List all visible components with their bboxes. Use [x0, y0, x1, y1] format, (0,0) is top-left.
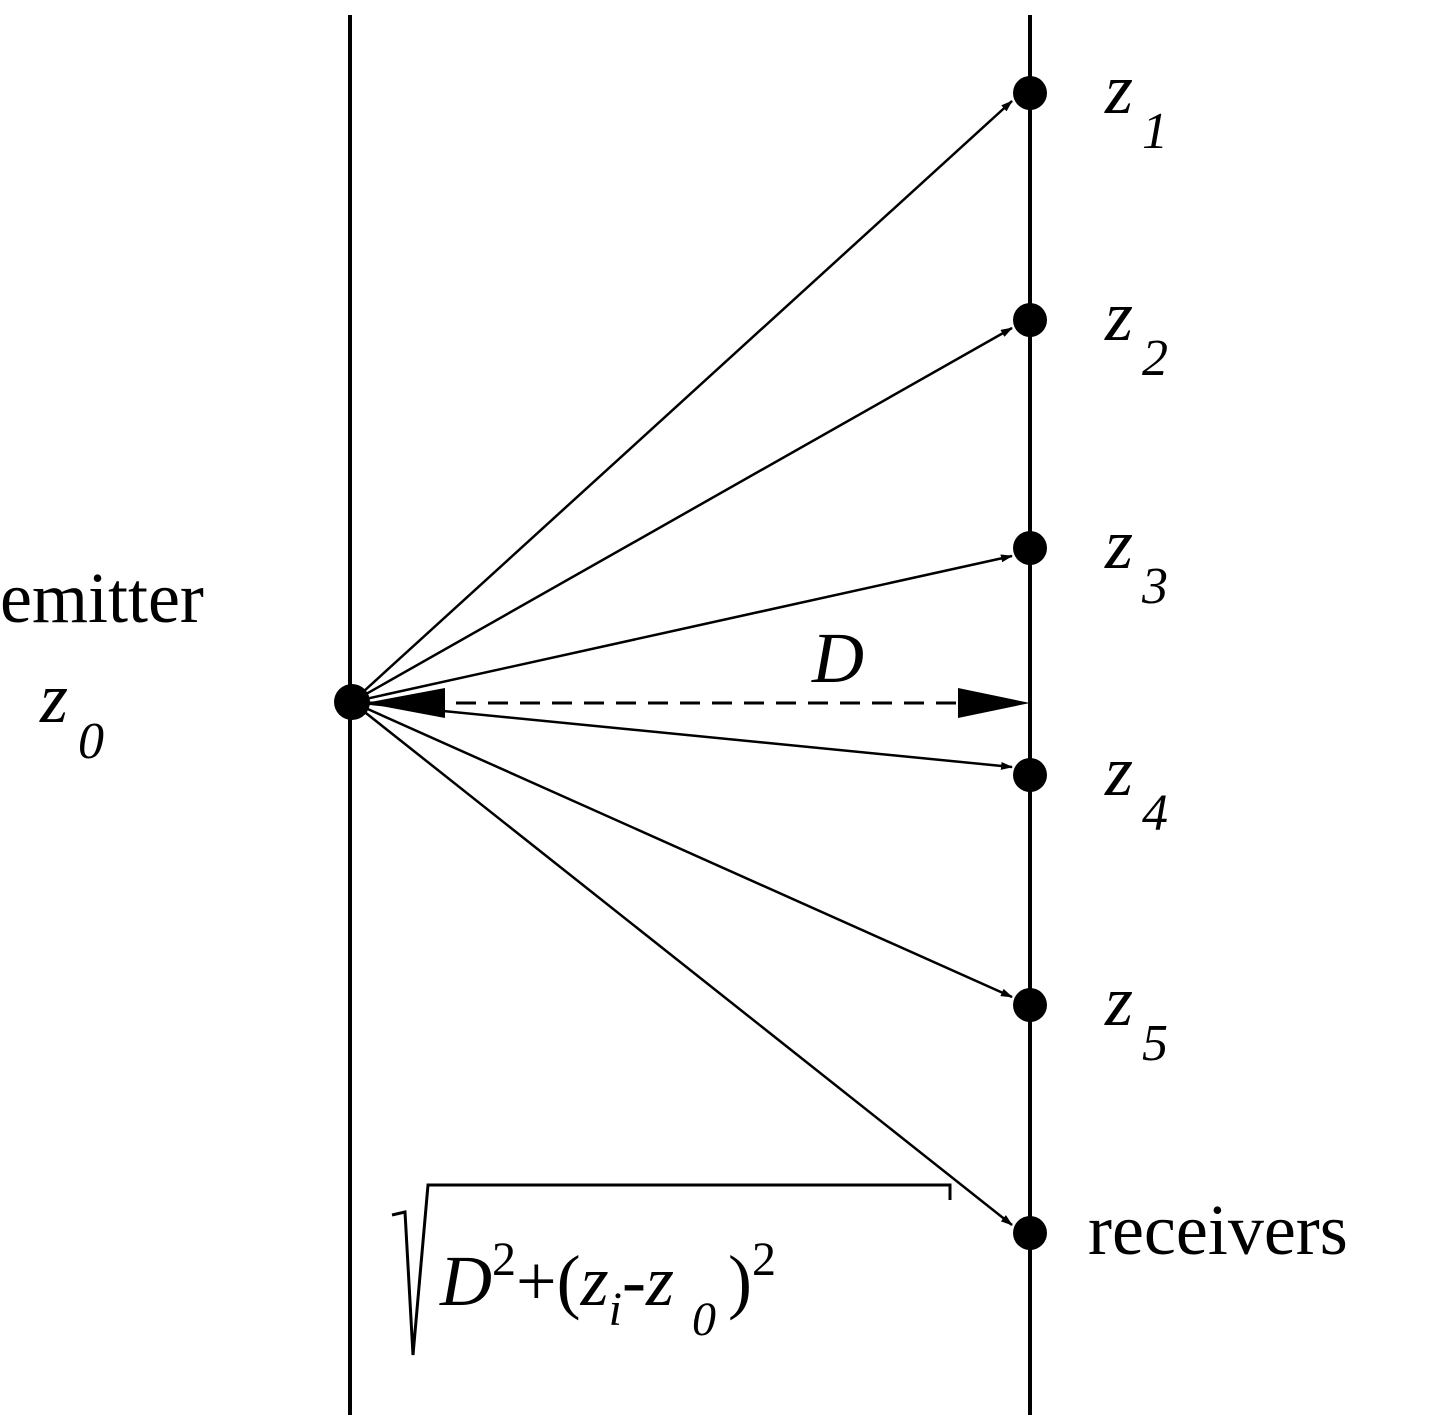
- receiver-dot: [1013, 758, 1047, 792]
- receiver-dot: [1013, 531, 1047, 565]
- ray-arrow: [351, 700, 1013, 999]
- receiver-symbol: z: [1104, 731, 1133, 811]
- distance-label: D: [811, 618, 864, 698]
- receiver-dot: [1013, 76, 1047, 110]
- receivers-label: receivers: [1088, 1190, 1348, 1270]
- emitter-label: emitter: [0, 558, 204, 638]
- receiver-dot: [1013, 988, 1047, 1022]
- emitter-dot: [334, 684, 370, 720]
- emitter-subscript: 0: [78, 713, 104, 770]
- ray-arrow: [351, 700, 1013, 770]
- ray-arrow: [351, 701, 1013, 1226]
- receiver-subscript: 5: [1142, 1015, 1168, 1072]
- emitter-symbol: z: [39, 658, 68, 738]
- receiver-symbol: z: [1104, 276, 1133, 356]
- receiver-symbol: z: [1104, 49, 1133, 129]
- distance-arrowhead-right: [958, 688, 1030, 718]
- receiver-subscript: 2: [1142, 330, 1168, 387]
- receiver-dot: [1013, 303, 1047, 337]
- receiver-subscript: 3: [1141, 558, 1168, 615]
- ray-arrow: [351, 326, 1013, 704]
- receiver-subscript: 4: [1142, 785, 1168, 842]
- ray-arrow: [351, 554, 1013, 704]
- sqrt-sign: [391, 1183, 952, 1356]
- ray-arrow: [351, 100, 1013, 703]
- distance-arrowhead-left: [365, 688, 445, 718]
- receiver-symbol: z: [1104, 504, 1133, 584]
- receiver-dot: [1013, 1216, 1047, 1250]
- receiver-symbol: z: [1104, 961, 1133, 1041]
- receiver-subscript: 1: [1142, 103, 1168, 160]
